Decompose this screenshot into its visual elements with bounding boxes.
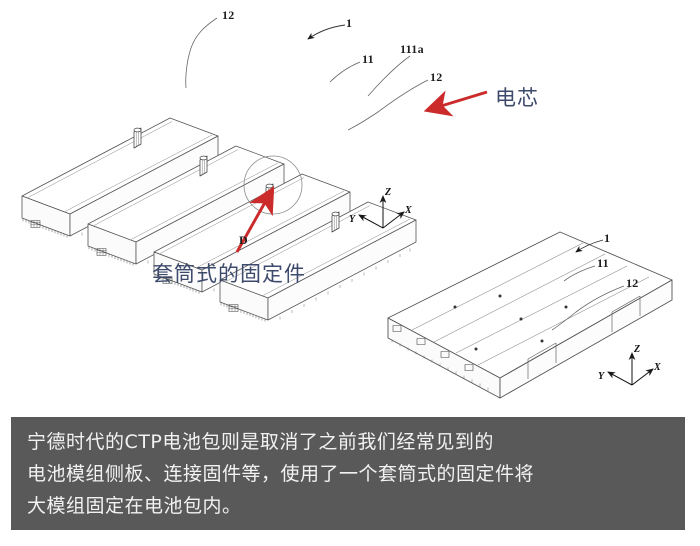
assembled-pack-group — [387, 231, 673, 399]
ref-label-12-bottom: 12 — [626, 276, 639, 290]
axis-y-lower: Y — [598, 371, 605, 382]
leader-11-mid — [329, 61, 361, 83]
annotation-fastener-label: 套筒式的固定件 — [152, 262, 306, 286]
axis-x-lower: X — [654, 362, 661, 373]
leader-12-bottom — [551, 285, 625, 331]
annotation-cell-label: 电芯 — [495, 86, 539, 110]
caption-text: 宁德时代的CTP电池包则是取消了之前我们经常见到的 电池模组侧板、连接固件等，使… — [27, 431, 535, 517]
ref-label-11-bottom: 11 — [597, 256, 609, 270]
ref-label-11-mid: 11 — [362, 52, 374, 66]
ref-label-111a: 111a — [400, 42, 424, 56]
ref-label-detail-d: D — [239, 233, 248, 247]
leader-1-top — [307, 24, 346, 40]
leader-12-top — [185, 17, 218, 89]
caption-bar: 宁德时代的CTP电池包则是取消了之前我们经常见到的 电池模组侧板、连接固件等，使… — [11, 417, 685, 530]
axes-lower — [607, 352, 654, 386]
cell-callout-arrow — [423, 90, 488, 117]
leader-1-bottom — [575, 239, 604, 253]
ref-label-1-top: 1 — [346, 16, 353, 30]
leader-12-mid — [347, 79, 429, 131]
leader-111a — [367, 55, 411, 97]
axis-y-upper: Y — [349, 214, 356, 225]
axis-x-upper: X — [405, 205, 412, 216]
axes-upper — [358, 195, 405, 229]
ref-label-1-bottom: 1 — [604, 231, 611, 245]
ref-label-12-mid: 12 — [430, 70, 443, 84]
axis-z-lower: Z — [634, 344, 641, 355]
leader-11-bottom — [563, 265, 596, 282]
fastener-callout-arrow — [235, 186, 275, 253]
axis-z-upper: Z — [385, 187, 392, 198]
ref-label-12-top: 12 — [222, 8, 235, 22]
